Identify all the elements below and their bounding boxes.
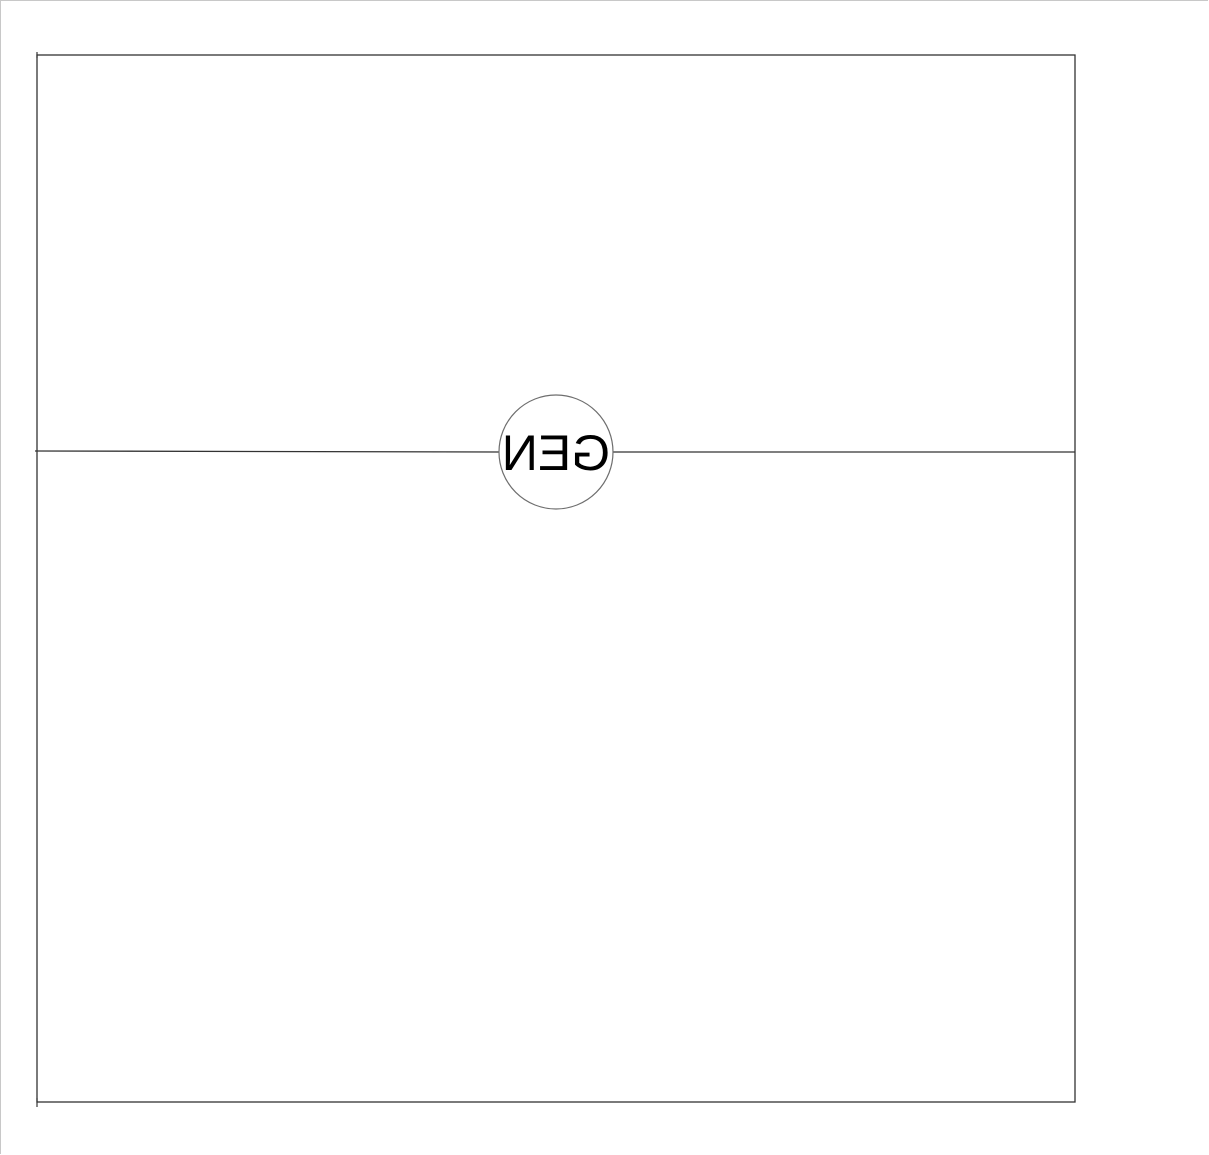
generator-symbol: GEN <box>498 394 614 510</box>
connection-line-left <box>34 450 500 453</box>
generator-circle <box>498 394 614 510</box>
enclosure-rectangle <box>36 54 1076 1103</box>
generator-label: GEN <box>502 425 610 481</box>
